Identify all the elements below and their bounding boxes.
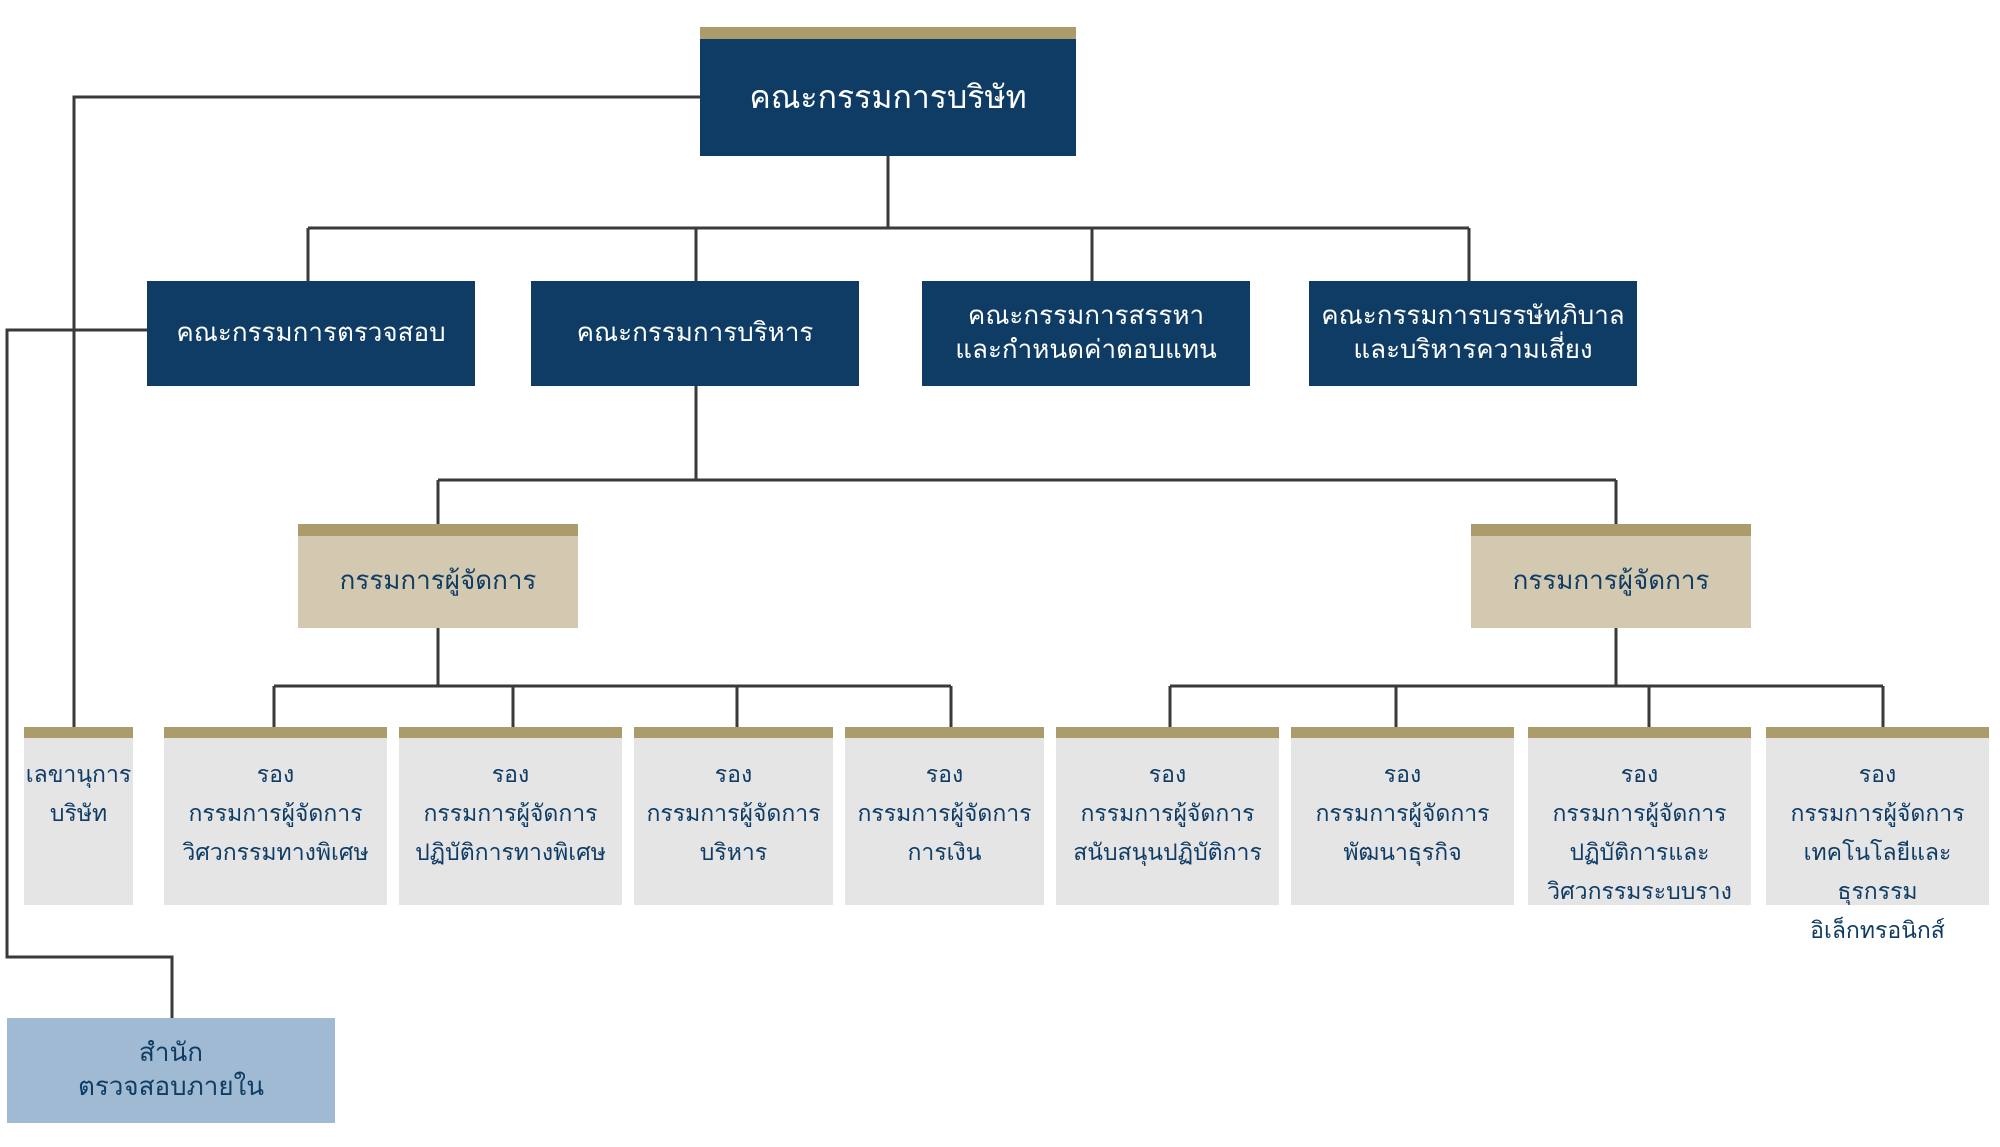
deputy-line2: กรรมการผู้จัดการ <box>188 801 363 828</box>
governance-committee-line2: และบริหารความเสี่ยง <box>1353 334 1593 365</box>
deputy-technology-box: รอง กรรมการผู้จัดการ เทคโนโลยีและธุรกรรม… <box>1766 727 1989 944</box>
deputy-line4: วิศวกรรมระบบราง <box>1547 879 1732 906</box>
connector-exec-md <box>436 386 1618 524</box>
deputy-administration-box: รอง กรรมการผู้จัดการ บริหาร <box>634 727 833 905</box>
deputy-line1: รอง <box>491 762 530 788</box>
deputy-line2: กรรมการผู้จัดการ <box>1552 801 1727 828</box>
executive-committee-box: คณะกรรมการบริหาร <box>531 281 859 386</box>
deputy-line3: ปฏิบัติการทางพิเศษ <box>415 840 606 867</box>
executive-committee-label: คณะกรรมการบริหาร <box>576 317 814 348</box>
deputy-line3: วิศวกรรมทางพิเศษ <box>182 840 369 867</box>
deputy-line2: กรรมการผู้จัดการ <box>1315 801 1490 828</box>
nomination-committee-line1: คณะกรรมการสรรหา <box>967 300 1205 331</box>
deputy-line2: กรรมการผู้จัดการ <box>1790 801 1965 828</box>
deputy-engineering-box: รอง กรรมการผู้จัดการ วิศวกรรมทางพิเศษ <box>164 727 387 905</box>
deputy-line2: กรรมการผู้จัดการ <box>857 801 1032 828</box>
nomination-committee-line2: และกำหนดค่าตอบแทน <box>955 334 1217 365</box>
deputy-line3: ปฏิบัติการและ <box>1569 840 1710 867</box>
deputy-line4: อิเล็กทรอนิกส์ <box>1810 918 1945 945</box>
audit-committee-label: คณะกรรมการตรวจสอบ <box>176 317 446 348</box>
managing-director-left-label: กรรมการผู้จัดการ <box>339 566 537 597</box>
deputy-rail-operations-box: รอง กรรมการผู้จัดการ ปฏิบัติการและ วิศวก… <box>1528 727 1751 905</box>
governance-committee-box: คณะกรรมการบรรษัทภิบาล และบริหารความเสี่ย… <box>1309 281 1637 386</box>
company-secretary-box: เลขานุการ บริษัท <box>24 727 133 905</box>
deputy-line2: กรรมการผู้จัดการ <box>646 801 821 828</box>
deputy-business-development-box: รอง กรรมการผู้จัดการ พัฒนาธุรกิจ <box>1291 727 1514 905</box>
internal-audit-line1: สำนัก <box>139 1037 203 1068</box>
managing-director-left-box: กรรมการผู้จัดการ <box>298 524 578 628</box>
managing-director-right-box: กรรมการผู้จัดการ <box>1471 524 1751 628</box>
connector-board-committees <box>306 156 1471 281</box>
deputy-line2: กรรมการผู้จัดการ <box>1080 801 1255 828</box>
deputy-line3: เทคโนโลยีและธุรกรรม <box>1803 840 1952 906</box>
deputy-line1: รอง <box>1620 762 1659 788</box>
connector-md2-deputies <box>1168 628 1885 727</box>
connector-audit-office <box>5 328 174 1018</box>
nomination-committee-box: คณะกรรมการสรรหา และกำหนดค่าตอบแทน <box>922 281 1250 386</box>
deputy-line1: รอง <box>1383 762 1422 788</box>
deputy-line1: รอง <box>925 762 964 788</box>
governance-committee-line1: คณะกรรมการบรรษัทภิบาล <box>1321 300 1625 331</box>
deputy-line3: บริหาร <box>699 840 768 867</box>
deputy-line3: พัฒนาธุรกิจ <box>1343 840 1462 867</box>
deputy-line1: รอง <box>1148 762 1187 788</box>
deputy-line3: สนับสนุนปฏิบัติการ <box>1073 840 1262 867</box>
managing-director-right-label: กรรมการผู้จัดการ <box>1512 566 1710 597</box>
deputy-expressway-operations-box: รอง กรรมการผู้จัดการ ปฏิบัติการทางพิเศษ <box>399 727 622 905</box>
internal-audit-line2: ตรวจสอบภายใน <box>77 1071 265 1102</box>
board-label: คณะกรรมการบริษัท <box>749 77 1027 116</box>
deputy-line3: การเงิน <box>907 840 982 867</box>
deputy-line1: รอง <box>714 762 753 788</box>
audit-committee-box: คณะกรรมการตรวจสอบ <box>147 281 475 386</box>
deputy-finance-box: รอง กรรมการผู้จัดการ การเงิน <box>845 727 1044 905</box>
connector-md1-deputies <box>272 628 953 727</box>
internal-audit-office-box: สำนัก ตรวจสอบภายใน <box>7 1018 335 1123</box>
deputy-line1: รอง <box>256 762 295 788</box>
deputy-operations-support-box: รอง กรรมการผู้จัดการ สนับสนุนปฏิบัติการ <box>1056 727 1279 905</box>
company-secretary-line1: เลขานุการ <box>25 762 132 788</box>
deputy-line1: รอง <box>1858 762 1897 788</box>
board-of-directors-box: คณะกรรมการบริษัท <box>700 27 1076 156</box>
company-secretary-line2: บริษัท <box>49 801 108 828</box>
deputy-line2: กรรมการผู้จัดการ <box>423 801 598 828</box>
connector-board-secretary <box>72 95 700 728</box>
